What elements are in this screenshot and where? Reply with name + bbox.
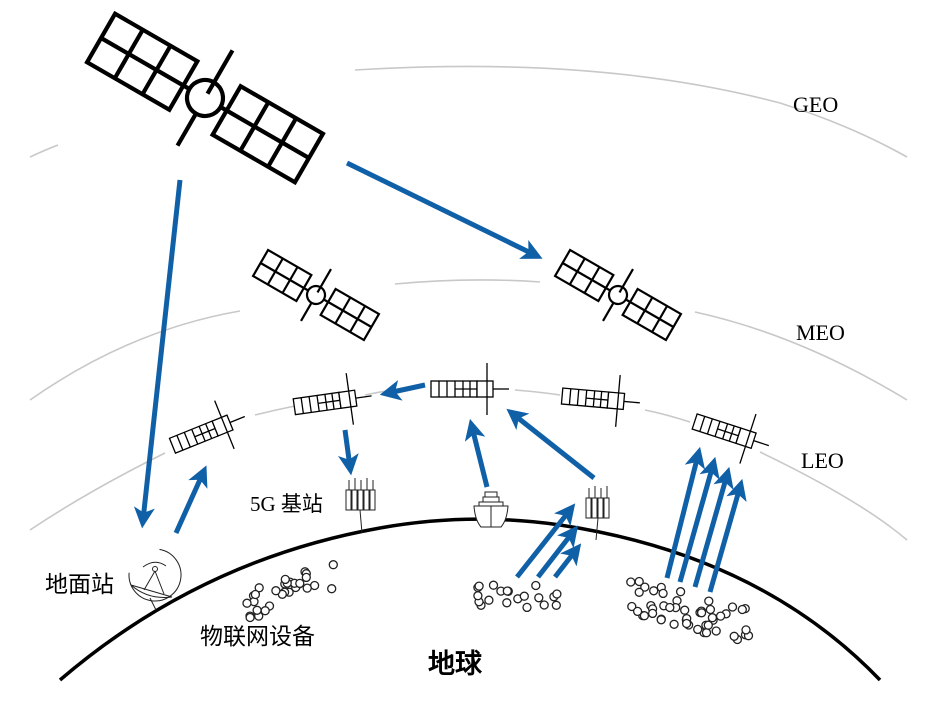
iot-device-icon [522, 602, 532, 613]
base-station-5g-icon [345, 478, 376, 534]
iot-device-icon [715, 611, 726, 621]
iot-device-icon [502, 598, 512, 608]
iot-device-icon [681, 618, 692, 629]
iot-device-icon [634, 576, 644, 587]
iot-device-icon [327, 584, 337, 594]
meo-satellite-left [251, 248, 381, 342]
arrow-iot-to-leo5-2 [677, 456, 720, 583]
iot-device-icon [552, 589, 562, 599]
iot-device-icon [250, 589, 261, 600]
base-station-5g-icon-right [585, 486, 610, 541]
arrow-leo2-to-5g-station [337, 429, 359, 476]
iot-device-icon [551, 600, 561, 610]
iot-device-icon [693, 624, 703, 635]
iot-device-icon [696, 608, 707, 618]
geo-orbit [29, 65, 908, 158]
iot-device-icon [741, 625, 751, 635]
iot-device-icon [707, 613, 718, 623]
arrow-iot-to-5g-2 [536, 525, 579, 579]
iot-device-icon [484, 595, 494, 605]
iot-device-icon [254, 583, 264, 593]
arrow-geo-to-ground-station [133, 179, 183, 529]
iot-device-icon [539, 600, 549, 610]
iot-device-icon [242, 598, 252, 608]
leo-satellite-5 [691, 413, 770, 464]
leo-satellite-2 [292, 373, 372, 425]
meo-orbit [29, 279, 908, 401]
iot-device-icon [705, 604, 716, 615]
earth-label: 地球 [428, 649, 483, 679]
iot-device-icon [704, 596, 714, 606]
iot-device-icon [727, 602, 738, 612]
iot-device-icon [295, 578, 305, 589]
iot-device-icon [665, 602, 675, 613]
leo-satellite-4 [560, 374, 640, 427]
iot-device-icon [711, 626, 721, 636]
iot-device-icon [729, 631, 739, 641]
arrow-iot-to-5g-3 [553, 543, 582, 579]
iot-device-icon [737, 604, 747, 615]
iot-device-icon [302, 583, 312, 593]
meo-label: MEO [796, 320, 845, 345]
iot-device-icon [301, 572, 311, 583]
iot-device-icon [626, 577, 636, 587]
iot-device-icon [647, 608, 658, 619]
iot-device-icon [634, 587, 644, 597]
iot-device-icon [519, 591, 529, 601]
ship-icon [473, 491, 509, 528]
leo-label: LEO [801, 448, 844, 473]
iot-device-icon [280, 574, 290, 585]
iot-device-icon [639, 611, 650, 621]
iot-device-icon [271, 586, 281, 596]
arrow-geo-to-meo [345, 160, 543, 259]
arrow-iot-to-leo5-4 [707, 478, 747, 593]
iot-device-icon [627, 601, 637, 612]
leo-satellite-1 [168, 400, 246, 455]
iot-device-icon [488, 580, 499, 590]
arrow-leo3-to-leo2 [379, 380, 426, 401]
ground-station-dish-icon [128, 548, 182, 611]
arrow-ship-to-leo3 [464, 418, 490, 488]
earth-outline [58, 517, 882, 682]
ground-station-label: 地面站 [45, 572, 114, 597]
iot-devices-cluster-middle [473, 580, 562, 613]
iot-device-icon [632, 606, 643, 617]
iot-device-icon [680, 605, 690, 615]
iot-device-icon [656, 615, 666, 625]
iot-device-icon [328, 560, 338, 570]
iot-device-icon [703, 620, 713, 630]
iot-device-icon [252, 605, 262, 615]
iot-device-icon [675, 587, 686, 597]
iot-device-icon [245, 612, 255, 623]
iot-devices-cluster-right [626, 576, 754, 645]
iot-device-icon [701, 628, 712, 638]
iot-device-icon [640, 582, 650, 592]
arrow-5g-station-to-leo3 [506, 408, 596, 480]
arrow-iot-to-leo5-3 [692, 466, 734, 588]
iot-device-icon [473, 591, 483, 601]
iot-device-icon [669, 619, 679, 629]
geo-label: GEO [793, 92, 838, 117]
meo-satellite-right [553, 248, 683, 342]
leo-satellite-3 [430, 363, 509, 415]
arrow-iot-to-5g-1 [515, 503, 576, 579]
iot-device-icon [260, 606, 270, 616]
iot-device-icon [649, 586, 659, 596]
base-station-5g-label: 5G 基站 [250, 492, 323, 516]
iot-device-icon [502, 586, 512, 596]
iot-device-icon [658, 588, 668, 599]
geo-satellite [84, 10, 326, 186]
iot-device-icon [474, 581, 484, 591]
arrow-iot-to-leo5-1 [664, 446, 706, 579]
iot-devices-label: 物联网设备 [200, 624, 315, 649]
iot-device-icon [531, 580, 541, 591]
link-arrows [133, 160, 747, 593]
arrow-ground-station-to-leo [173, 465, 208, 535]
leo-orbit [29, 384, 908, 541]
iot-devices-cluster-left [242, 560, 338, 623]
iot-device-icon [534, 593, 544, 603]
